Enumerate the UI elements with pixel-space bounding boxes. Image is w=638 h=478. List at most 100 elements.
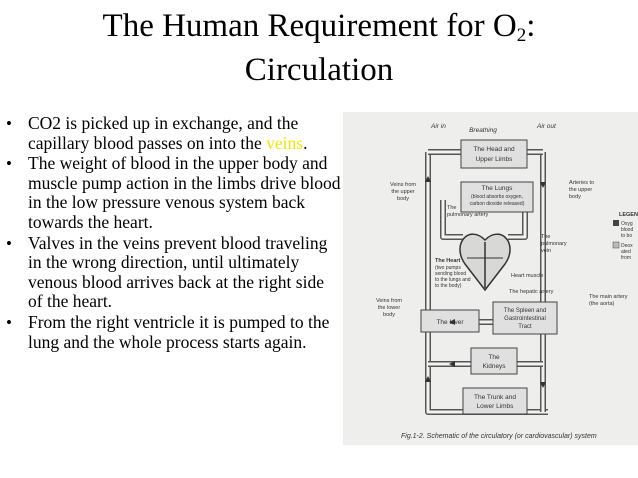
- highlighted-word: veins: [266, 132, 304, 153]
- legend-item-5: ated: [621, 249, 631, 255]
- svg-text:The Heart: The Heart: [435, 258, 461, 264]
- diagram-svg: The Head and Upper Limbs The Lungs (bloo…: [376, 123, 638, 440]
- lungs-box: [460, 181, 534, 213]
- svg-text:(the aorta): (the aorta): [589, 301, 615, 307]
- svg-text:(two pumps: (two pumps: [435, 265, 461, 271]
- legend-title: LEGEN: [619, 212, 638, 218]
- bullet-text: The weight of blood in the upper body an…: [28, 153, 341, 232]
- arrow-left-icon: [449, 361, 455, 367]
- veins-lower-label-3: body: [383, 312, 395, 318]
- veins-lower-label-2: the lower: [378, 305, 400, 311]
- svg-text:pulmonary artery: pulmonary artery: [447, 212, 489, 218]
- head-box: [460, 139, 528, 169]
- legend-item-1: Oxyg: [621, 221, 633, 227]
- main-artery-label-2: (the aorta): [589, 301, 615, 307]
- trunk-label-2: Lower Limbs: [477, 403, 515, 410]
- svg-text:pulmonary: pulmonary: [541, 241, 567, 247]
- veins-upper-label-1: Veins from: [390, 182, 416, 188]
- bullet-item: •Valves in the veins prevent blood trave…: [6, 232, 342, 312]
- svg-text:Breathing: Breathing: [469, 127, 497, 134]
- kidneys-label-2: Kidneys: [482, 363, 506, 370]
- bullet-item: • From the right ventricle it is pumped t…: [6, 311, 342, 352]
- svg-text:Air out: Air out: [536, 123, 557, 130]
- heart-muscle-label: Heart muscle: [511, 273, 543, 279]
- pulmonary-vein-label-2: pulmonary: [541, 241, 567, 247]
- veins-upper-label-3: body: [397, 196, 409, 202]
- svg-text:Gastrointestinal: Gastrointestinal: [504, 316, 546, 322]
- legend-item-4: Deox: [621, 243, 633, 249]
- arteries-upper-label-3: body: [569, 194, 581, 200]
- legend-swatch-oxygenated: [613, 220, 619, 226]
- flow-arrows: [425, 176, 546, 388]
- svg-text:(blood absorbs oxygen,: (blood absorbs oxygen,: [471, 194, 523, 200]
- legend: LEGEN Oxyg blood to bo Deox ated from: [612, 212, 638, 261]
- air-in-label: Air in: [430, 123, 446, 130]
- svg-text:Veins from: Veins from: [390, 182, 416, 188]
- svg-text:carbon dioxide released): carbon dioxide released): [470, 201, 525, 207]
- bullet-text: From the right ventricle it is pumped to…: [28, 311, 330, 352]
- bullet-list: •CO2 is picked up in exchange, and the c…: [6, 113, 342, 353]
- heart-icon: [459, 233, 511, 292]
- svg-text:the lower: the lower: [378, 305, 400, 311]
- trunk-label-1: The Trunk and: [474, 394, 516, 401]
- svg-text:Veins from: Veins from: [376, 298, 402, 304]
- title-line-2: Circulation: [244, 52, 394, 88]
- bullet-icon: •: [6, 114, 12, 133]
- svg-text:body: body: [397, 196, 409, 202]
- svg-text:LEGEN: LEGEN: [619, 212, 638, 218]
- arteries-upper-label-2: the upper: [569, 187, 592, 193]
- svg-text:Tract: Tract: [518, 324, 532, 330]
- legend-item-6: from: [621, 255, 631, 261]
- title-text: The Human Requirement for O: [102, 8, 517, 44]
- bullet-text-end: .: [303, 132, 308, 153]
- pulmonary-artery-label-2: pulmonary artery: [447, 212, 489, 218]
- bullet-icon: •: [6, 312, 12, 332]
- svg-text:the upper: the upper: [569, 187, 592, 193]
- arrow-down-icon: [540, 382, 546, 388]
- bullet-text: Valves in the veins prevent blood travel…: [28, 232, 328, 312]
- svg-text:The Trunk and: The Trunk and: [474, 394, 516, 401]
- heart-label-3: sending blood: [435, 271, 466, 277]
- breathing-label: Breathing: [469, 127, 497, 134]
- kidneys-label-1: The: [488, 354, 500, 361]
- lungs-label-3: carbon dioxide released): [470, 201, 525, 207]
- svg-text:to the body): to the body): [435, 283, 462, 289]
- spleen-label-3: Tract: [518, 324, 532, 330]
- heart-label-2: (two pumps: [435, 265, 461, 271]
- kidneys-box: [470, 347, 518, 375]
- circulation-diagram: The Head and Upper Limbs The Lungs (bloo…: [343, 112, 638, 445]
- svg-text:The Lungs: The Lungs: [482, 185, 513, 192]
- svg-text:Deox: Deox: [621, 243, 633, 249]
- heart-label-1: The Heart: [435, 258, 461, 264]
- arrow-up-icon: [425, 376, 431, 382]
- veins-lower-label-1: Veins from: [376, 298, 402, 304]
- svg-text:The Spleen and: The Spleen and: [504, 308, 546, 314]
- svg-text:The Head and: The Head and: [473, 146, 515, 153]
- svg-text:vein: vein: [541, 248, 551, 254]
- svg-text:body: body: [569, 194, 581, 200]
- svg-text:The: The: [488, 354, 500, 361]
- pulmonary-artery-label-1: The: [447, 205, 456, 211]
- figure-caption: Fig.1-2. Schematic of the circulatory (o…: [401, 433, 597, 440]
- bullet-icon: •: [6, 154, 12, 174]
- title-subscript: 2: [516, 25, 527, 46]
- head-label-1: The Head and: [473, 146, 515, 153]
- pulmonary-vein-label-1: The: [541, 234, 550, 240]
- arteries-upper-label-1: Arteries to: [569, 180, 594, 186]
- spleen-label-2: Gastrointestinal: [504, 316, 546, 322]
- svg-text:sending blood: sending blood: [435, 271, 466, 277]
- heart-label-4: to the lungs and: [435, 277, 471, 283]
- svg-text:Lower Limbs: Lower Limbs: [477, 403, 515, 410]
- legend-swatch-deoxygenated: [612, 241, 620, 249]
- svg-text:The main artery: The main artery: [589, 294, 628, 300]
- svg-text:The: The: [541, 234, 550, 240]
- svg-text:Oxyg: Oxyg: [621, 221, 633, 227]
- legend-item-2: blood: [621, 227, 633, 233]
- spleen-box: [492, 301, 558, 335]
- legend-item-3: to bo: [621, 233, 632, 239]
- title-line-1: The Human Requirement for O2:: [0, 4, 638, 48]
- bullet-item: • The weight of blood in the upper body a…: [6, 153, 342, 232]
- bullet-item: •CO2 is picked up in exchange, and the c…: [6, 113, 342, 153]
- svg-text:from: from: [621, 255, 631, 261]
- spleen-label-1: The Spleen and: [504, 308, 546, 314]
